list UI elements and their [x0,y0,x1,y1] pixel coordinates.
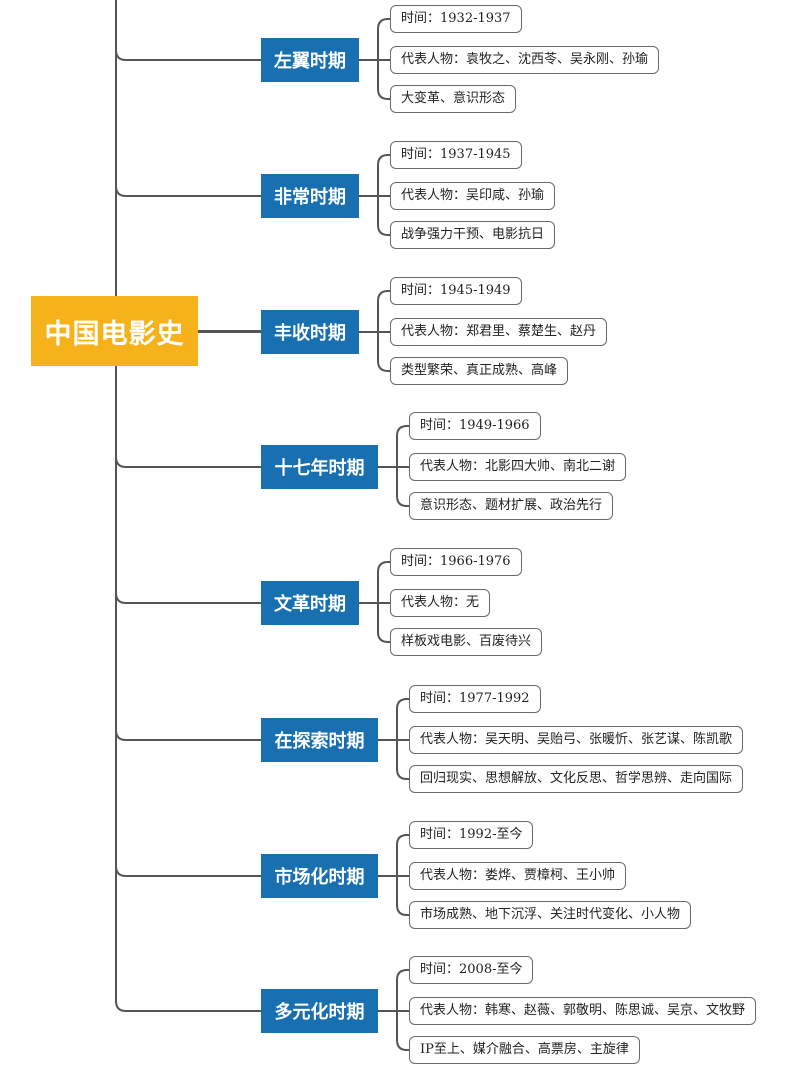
period-traits: 市场成熟、地下沉浮、关注时代变化、小人物 [409,901,692,929]
period-figures: 代表人物：娄烨、贾樟柯、王小帅 [409,862,627,890]
period-node: 左翼时期 [261,38,359,82]
period-time: 时间：1932-1937 [390,5,522,33]
period-node: 多元化时期 [261,989,378,1033]
leaf-connector [396,768,409,780]
branch-line [115,865,261,877]
period-time: 时间：1992-至今 [409,821,534,849]
period-figures: 代表人物：袁牧之、沈西苓、吴永刚、孙瑜 [390,46,660,74]
leaf-connector [396,698,409,710]
leaf-connector [377,154,390,166]
leaf-connector [396,425,409,437]
branch-line [115,456,261,468]
period-figures: 代表人物：吴天明、吴贻弓、张暖忻、张艺谋、陈凯歌 [409,726,744,754]
period-figures: 代表人物：北影四大帅、南北二谢 [409,453,627,481]
leaf-connector [396,495,409,507]
root-topic: 中国电影史 [31,296,198,366]
leaf-connector [396,834,409,846]
period-node: 非常时期 [261,174,359,218]
period-traits: 样板戏电影、百废待兴 [390,628,543,656]
branch-line [115,185,261,197]
period-time: 时间：1977-1992 [409,685,541,713]
period-time: 时间：1949-1966 [409,412,541,440]
leaf-connector [377,631,390,643]
period-node: 十七年时期 [261,445,378,489]
period-figures: 代表人物：韩寒、赵薇、郭敬明、陈思诚、吴京、文牧野 [409,997,757,1025]
period-time: 时间：2008-至今 [409,956,534,984]
period-time: 时间：1966-1976 [390,548,522,576]
period-node: 丰收时期 [261,310,359,354]
branch-line [115,49,261,61]
leaf-connector [396,904,409,916]
period-node: 市场化时期 [261,854,378,898]
branch-line [115,729,261,741]
period-traits: 大变革、意识形态 [390,85,517,113]
period-traits: 战争强力干预、电影抗日 [390,221,556,249]
period-traits: 类型繁荣、真正成熟、高峰 [390,357,569,385]
leaf-connector [377,360,390,372]
leaf-connector [396,1039,409,1051]
period-figures: 代表人物：郑君里、蔡楚生、赵丹 [390,318,608,346]
period-time: 时间：1945-1949 [390,277,522,305]
leaf-connector [396,969,409,981]
period-time: 时间：1937-1945 [390,141,522,169]
leaf-connector [377,290,390,302]
period-traits: IP至上、媒介融合、高票房、主旋律 [409,1036,640,1064]
period-figures: 代表人物：吴印咸、孙瑜 [390,182,556,210]
period-node: 在探索时期 [261,718,378,762]
branch-line [115,1000,261,1012]
leaf-connector [377,224,390,236]
leaf-connector [377,18,390,30]
leaf-connector [377,88,390,100]
period-traits: 回归现实、思想解放、文化反思、哲学思辨、走向国际 [409,765,744,793]
period-node: 文革时期 [261,581,359,625]
period-traits: 意识形态、题材扩展、政治先行 [409,492,614,520]
leaf-connector [377,561,390,573]
period-figures: 代表人物：无 [390,589,491,617]
branch-line [115,592,261,604]
